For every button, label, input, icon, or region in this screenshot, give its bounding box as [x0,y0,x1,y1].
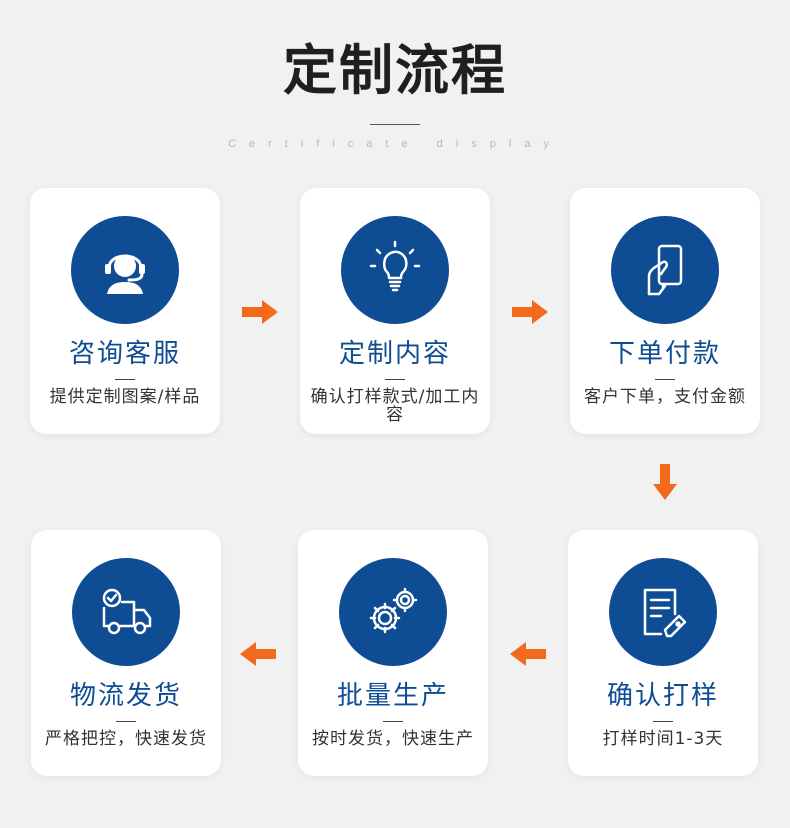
delivery-truck-icon [102,588,152,635]
page-title: 定制流程 [283,39,507,102]
step-icon-circle [72,558,180,666]
step-title: 确认打样 [606,681,719,711]
step-icon-circle [611,216,719,324]
page-subtitle: Certificate display [228,138,562,150]
step-icon-circle [339,558,447,666]
step-icon-circle [609,558,717,666]
step-title: 定制内容 [338,339,451,369]
arrow-left-icon [510,642,546,666]
arrow-right-icon [512,300,548,324]
step-divider [653,721,673,722]
step-divider [116,721,136,722]
step-divider [383,721,403,722]
step-card-shipping: 物流发货 严格把控，快速发货 [31,530,221,776]
step-description: 打样时间1-3天 [602,729,724,749]
arrow-right-icon [242,300,278,324]
step-title: 下单付款 [608,339,721,369]
step-title: 批量生产 [336,681,449,711]
document-edit-icon [643,588,687,638]
arrow-down-icon [653,464,677,500]
hand-phone-icon [647,244,683,296]
step-divider [115,379,135,380]
step-divider [655,379,675,380]
step-icon-circle [71,216,179,324]
step-divider [385,379,405,380]
step-description: 提供定制图案/样品 [49,387,201,407]
step-icon-circle [341,216,449,324]
step-card-production: 批量生产 按时发货，快速生产 [298,530,488,776]
arrow-left-icon [240,642,276,666]
step-title: 咨询客服 [68,339,181,369]
step-card-sample: 确认打样 打样时间1-3天 [568,530,758,776]
step-description: 按时发货，快速生产 [312,729,474,749]
step-description: 客户下单，支付金额 [584,387,746,407]
step-description: 严格把控，快速发货 [45,729,207,749]
lightbulb-icon [369,240,421,292]
gears-icon [369,587,418,634]
step-card-content: 定制内容 确认打样款式/加工内容 [300,188,490,434]
step-card-payment: 下单付款 客户下单，支付金额 [570,188,760,434]
title-divider [370,124,420,125]
step-title: 物流发货 [69,681,182,711]
step-card-consult: 咨询客服 提供定制图案/样品 [30,188,220,434]
headset-agent-icon [105,254,145,294]
step-description: 确认打样款式/加工内容 [310,387,480,425]
